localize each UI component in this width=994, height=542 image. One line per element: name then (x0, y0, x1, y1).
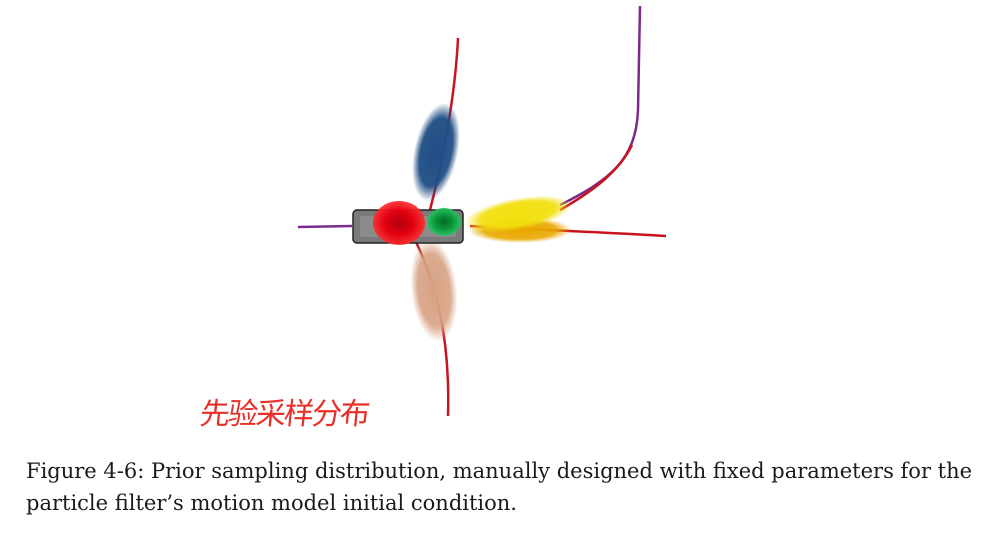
figure-caption: Figure 4-6: Prior sampling distribution,… (26, 455, 976, 519)
particle-blob-red (373, 201, 425, 245)
trajectory-curve-upper-right (559, 5, 642, 207)
trajectory-left (297, 224, 353, 229)
figure-illustration (297, 5, 667, 417)
distribution-ellipse-yellow (464, 195, 572, 233)
particle-blob-green (427, 208, 461, 236)
distribution-ellipse-blue (412, 102, 460, 202)
distribution-ellipse-tan (410, 238, 458, 342)
figure-svg (297, 5, 667, 417)
caption-text: Prior sampling distribution, manually de… (26, 459, 973, 515)
caption-label: Figure 4-6: (26, 459, 145, 483)
handwritten-annotation: 先验采样分布 (198, 397, 370, 432)
